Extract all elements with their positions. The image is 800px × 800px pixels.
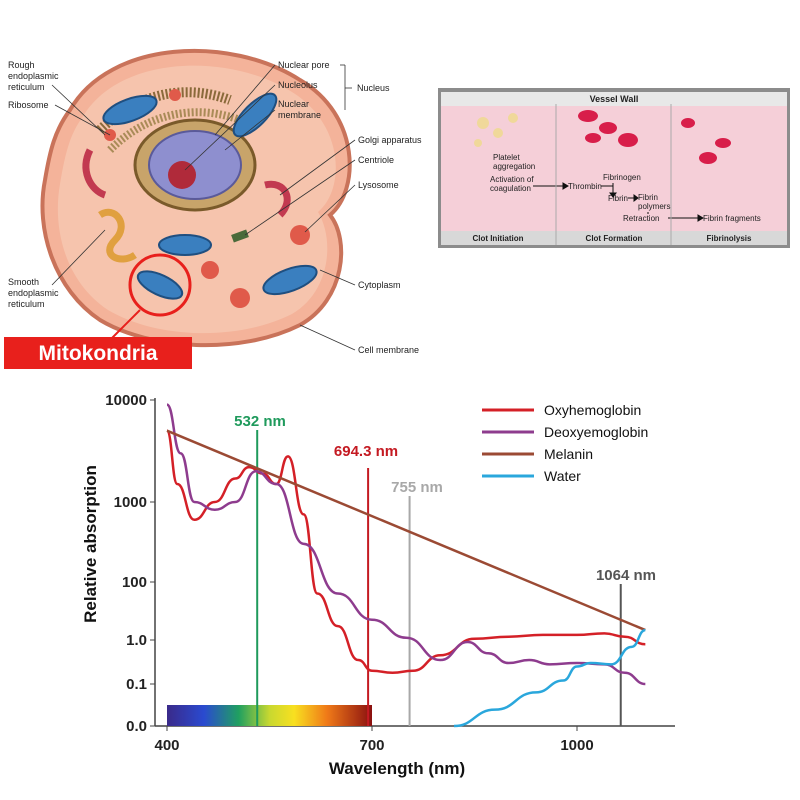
legend-label: Melanin — [544, 446, 593, 462]
label-rough-er-2: endoplasmic — [8, 71, 59, 81]
label-centriole: Centriole — [358, 155, 394, 165]
mitochondrion — [102, 94, 158, 126]
annotation-label: 1064 nm — [596, 567, 656, 584]
lysosome — [290, 225, 310, 245]
centriole-shape — [231, 229, 249, 243]
smooth-er-shape — [98, 208, 137, 263]
vessel-wall-band — [441, 92, 787, 106]
phase-clot-initiation: Clot Initiation — [472, 234, 523, 243]
phase-fibrinolysis: Fibrinolysis — [707, 234, 752, 243]
phase-clot-formation: Clot Formation — [586, 234, 643, 243]
mitokondria-label: Mitokondria — [39, 342, 158, 365]
legend-label: Deoxyemoglobin — [544, 424, 648, 440]
highlight-connector — [109, 309, 141, 341]
absorption-chart: 400 700 1000 10000 1000 100 1.0 0.1 0.0 532 nm 694… — [81, 392, 675, 778]
step-platelet-2: aggregation — [493, 162, 535, 171]
label-nucleus: Nucleus — [357, 83, 390, 93]
step-platelet-1: Platelet — [493, 153, 520, 162]
annotation-label: 694.3 nm — [334, 443, 398, 460]
step-retraction: Retraction — [623, 214, 659, 223]
mitochondrion — [262, 264, 318, 296]
label-nuclear-membrane-1: Nuclear — [278, 99, 309, 109]
y-tick-label: 100 — [122, 574, 147, 591]
x-axis-title: Wavelength (nm) — [329, 759, 465, 778]
label-rough-er-1: Rough — [8, 60, 35, 70]
step-activation-2: coagulation — [490, 184, 531, 193]
step-thrombin: Thrombin — [568, 182, 602, 191]
ribosome — [169, 89, 181, 101]
cell-diagram: Rough endoplasmic reticulum Ribosome Nuc… — [4, 48, 422, 369]
vessel-wall-diagram: Vessel Wall Platelet aggregation Activat… — [438, 88, 790, 248]
step-fibrin-fragments: Fibrin fragments — [703, 214, 761, 223]
label-ribosome: Ribosome — [8, 100, 49, 110]
step-fibrin-polymers-1: Fibrin — [638, 193, 658, 202]
label-golgi: Golgi apparatus — [358, 135, 422, 145]
annotation-label: 755 nm — [391, 479, 443, 496]
mitokondria-label-box — [4, 337, 192, 369]
step-fibrinogen: Fibrinogen — [603, 173, 641, 182]
step-activation-1: Activation of — [490, 175, 534, 184]
golgi-shape — [264, 180, 291, 218]
label-nucleolus: Nucleolus — [278, 80, 318, 90]
label-rough-er-3: reticulum — [8, 82, 45, 92]
step-fibrin-polymers-2: polymers — [638, 202, 670, 211]
x-tick-label: 400 — [154, 737, 179, 754]
annotation-label: 532 nm — [234, 413, 286, 430]
label-lysosome: Lysosome — [358, 180, 399, 190]
mitochondrion — [232, 92, 278, 138]
y-tick-label: 1000 — [114, 494, 147, 511]
nuclear-membrane-shape — [148, 130, 242, 200]
chart-layer: 400 700 1000 10000 1000 100 1.0 0.1 0.0 532 nm 694… — [105, 392, 675, 754]
y-axis-title: Relative absorption — [81, 465, 100, 623]
step-fibrin: Fibrin — [608, 194, 628, 203]
label-cytoplasm: Cytoplasm — [358, 280, 401, 290]
x-tick-label: 1000 — [560, 737, 593, 754]
legend-label: Oxyhemoglobin — [544, 402, 641, 418]
series-line-oxyhemoglobin — [165, 429, 646, 675]
y-tick-label: 10000 — [105, 392, 147, 409]
y-tick-label: 1.0 — [126, 632, 147, 649]
label-smooth-er-3: reticulum — [8, 299, 45, 309]
mitochondrion — [158, 234, 212, 256]
label-cell-membrane: Cell membrane — [358, 345, 419, 355]
vessel-title: Vessel Wall — [590, 94, 639, 104]
mitochondria-highlight-circle — [128, 253, 192, 317]
y-tick-label: 0.1 — [126, 676, 147, 693]
lysosome — [201, 261, 219, 279]
label-smooth-er-1: Smooth — [8, 277, 39, 287]
phase-bar — [441, 231, 787, 245]
platelets — [474, 113, 518, 147]
process-arrows — [533, 182, 704, 222]
nucleolus-shape — [168, 161, 196, 189]
x-tick-label: 700 — [359, 737, 384, 754]
leader-lines — [51, 64, 356, 351]
lysosome — [230, 288, 250, 308]
label-smooth-er-2: endoplasmic — [8, 288, 59, 298]
series-line-water — [453, 628, 646, 728]
series-line-deoxyemoglobin — [165, 403, 646, 686]
red-cells — [578, 110, 731, 164]
mitochondrion — [136, 270, 184, 300]
label-nuclear-membrane-2: membrane — [278, 110, 321, 120]
label-nuclear-pore: Nuclear pore — [278, 60, 330, 70]
series-line-melanin — [166, 429, 646, 632]
y-tick-label: 0.0 — [126, 718, 147, 735]
visible-spectrum-bar — [167, 705, 372, 726]
legend-label: Water — [544, 468, 581, 484]
golgi-shape-2 — [82, 148, 107, 199]
